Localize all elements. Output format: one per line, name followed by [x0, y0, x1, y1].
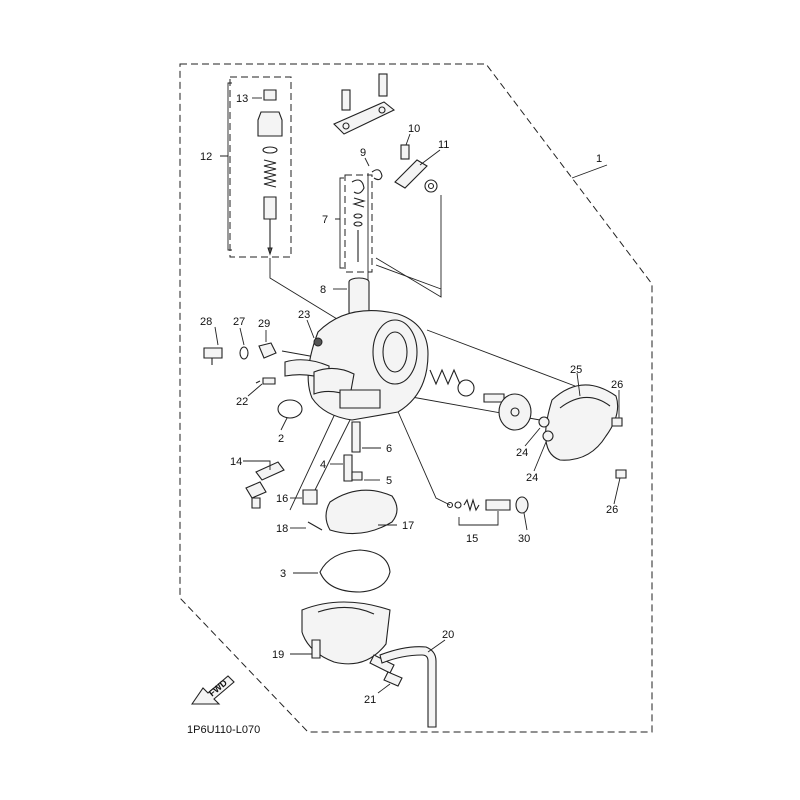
diagram-code: 1P6U110-L070 — [187, 724, 260, 736]
callout-30: 30 — [518, 533, 530, 545]
jet-needle-set-7 — [351, 179, 366, 262]
callout-11: 11 — [438, 139, 449, 151]
callout-27: 27 — [233, 316, 245, 328]
callout-26b: 26 — [606, 504, 618, 516]
sub-assembly-box-12 — [229, 76, 292, 258]
callout-labels: 1 2 3 4 5 6 7 8 9 10 11 12 13 14 15 16 1… — [200, 93, 623, 706]
callout-20: 20 — [442, 629, 454, 641]
callout-22: 22 — [236, 396, 248, 408]
callout-21: 21 — [364, 694, 376, 706]
callout-28: 28 — [200, 316, 212, 328]
callout-9: 9 — [360, 147, 366, 159]
top-bracket — [333, 73, 396, 135]
screws-24 — [538, 416, 554, 442]
throttle-lever — [371, 144, 438, 193]
choke-lever — [483, 393, 532, 431]
callout-15: 15 — [466, 533, 478, 545]
callout-29: 29 — [258, 318, 270, 330]
callout-leaders — [214, 82, 621, 694]
callout-23: 23 — [298, 309, 310, 321]
carburetor-body — [284, 310, 429, 421]
pilot-screw-set — [203, 342, 277, 365]
callout-14: 14 — [230, 456, 242, 468]
callout-1: 1 — [596, 153, 602, 165]
callout-24a: 24 — [516, 447, 528, 459]
callout-2: 2 — [278, 433, 284, 445]
callout-5: 5 — [386, 475, 392, 487]
drain-screw-21 — [383, 671, 403, 687]
assembly-boundary — [179, 63, 653, 733]
needle-valve-set-12 — [257, 89, 283, 256]
callout-10: 10 — [408, 123, 420, 135]
callout-25: 25 — [570, 364, 582, 376]
callout-24b: 24 — [526, 472, 538, 484]
drain-hose-20 — [379, 646, 437, 728]
callout-13: 13 — [236, 93, 248, 105]
choke-cover-25 — [545, 384, 619, 461]
guide-lines — [269, 173, 576, 511]
callout-3: 3 — [280, 568, 286, 580]
float-chamber-gasket-3 — [319, 549, 391, 593]
pilot-air-screw-set — [446, 496, 529, 514]
callout-26a: 26 — [611, 379, 623, 391]
o-ring-2 — [277, 399, 303, 419]
sub-assembly-box-7 — [344, 174, 373, 273]
callout-19: 19 — [272, 649, 284, 661]
float-assembly — [302, 489, 398, 535]
float-chamber — [301, 601, 395, 674]
pilot-jet-14 — [245, 461, 285, 509]
callout-16: 16 — [276, 493, 288, 505]
callout-7: 7 — [322, 214, 328, 226]
callout-6: 6 — [386, 443, 392, 455]
callout-12: 12 — [200, 151, 212, 163]
callout-8: 8 — [320, 284, 326, 296]
screw-22 — [255, 377, 276, 385]
callout-18: 18 — [276, 523, 288, 535]
fwd-arrow: FWD — [190, 675, 235, 705]
callout-17: 17 — [402, 520, 414, 532]
throttle-stop-spring — [429, 368, 475, 397]
jets-4-5-6 — [343, 421, 363, 482]
callout-4: 4 — [320, 459, 326, 471]
screws-26 — [611, 417, 627, 479]
